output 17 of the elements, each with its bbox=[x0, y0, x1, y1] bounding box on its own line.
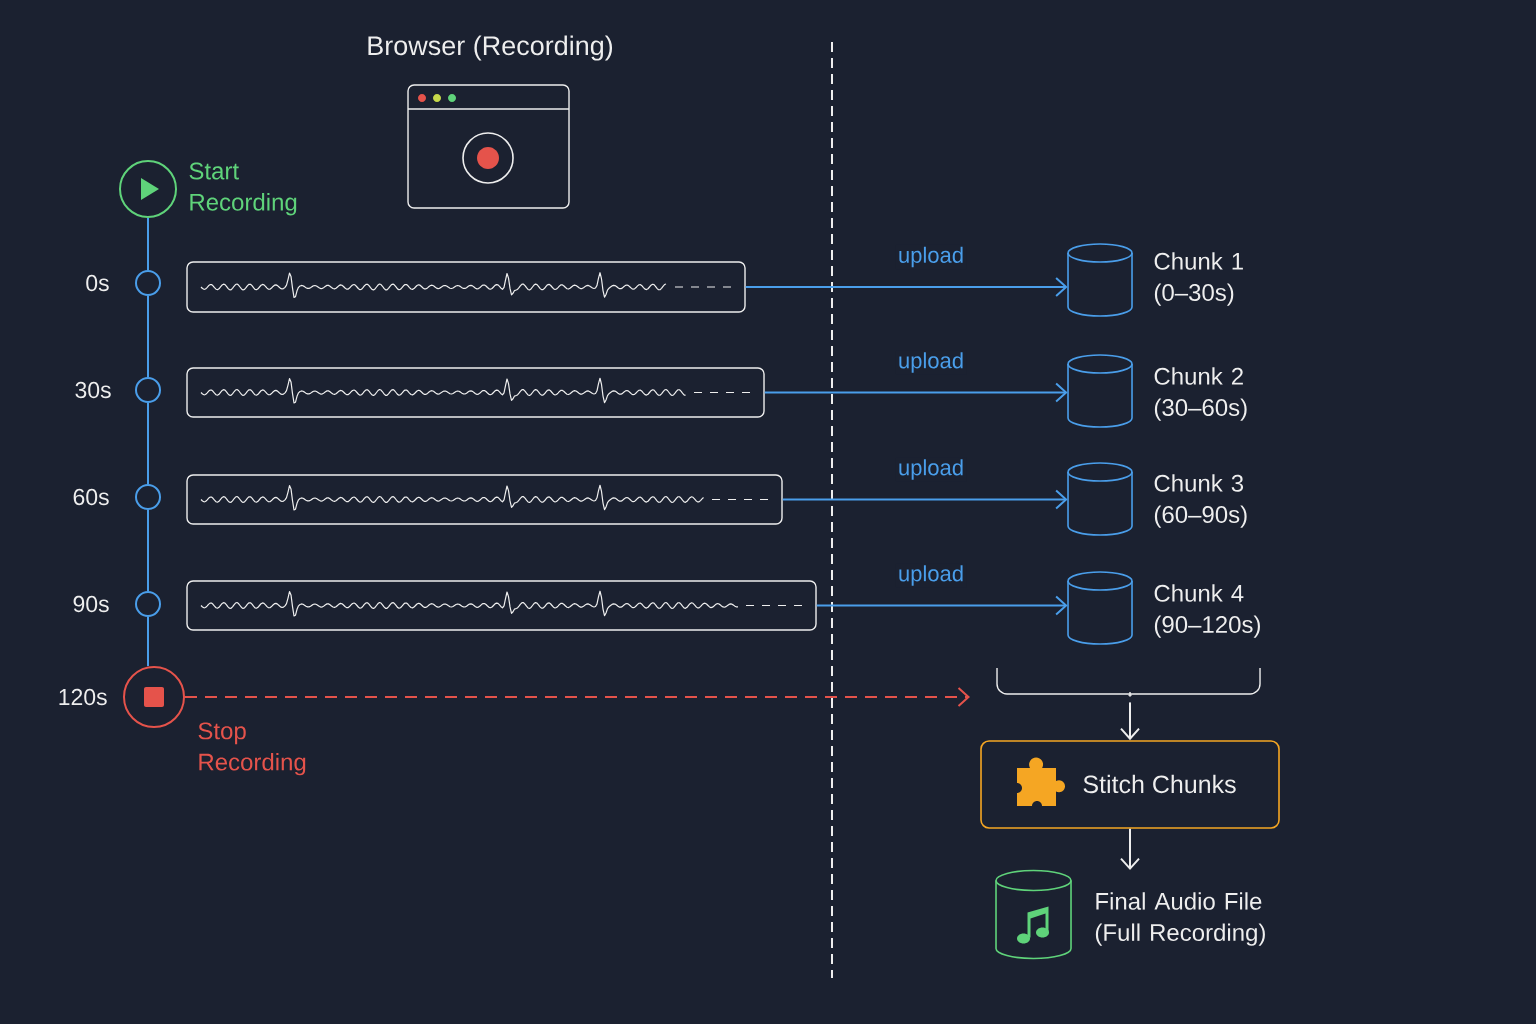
time-label: 0s bbox=[86, 274, 109, 292]
chunk-label: Chunk 2 (30–60s) bbox=[1154, 367, 1247, 421]
edge-label: upload bbox=[896, 350, 967, 375]
edge-label: upload bbox=[896, 457, 967, 482]
edge-label: upload bbox=[896, 563, 967, 588]
step-label: Stop Recording bbox=[198, 722, 306, 776]
heading: Browser (Recording) bbox=[368, 35, 613, 61]
time-label: 60s bbox=[73, 488, 109, 506]
time-label: 90s bbox=[73, 595, 109, 613]
file-label: Final Audio File (Full Recording) bbox=[1095, 892, 1265, 946]
time-label: 120s bbox=[59, 688, 107, 706]
chunk-label: Chunk 1 (0–30s) bbox=[1154, 252, 1243, 306]
process-box: Stitch Chunks bbox=[980, 740, 1280, 829]
step-label: Start Recording bbox=[189, 162, 297, 216]
time-label: 30s bbox=[75, 381, 111, 399]
chunk-label: Chunk 4 (90–120s) bbox=[1154, 584, 1260, 638]
chunk-label: Chunk 3 (60–90s) bbox=[1154, 474, 1247, 528]
